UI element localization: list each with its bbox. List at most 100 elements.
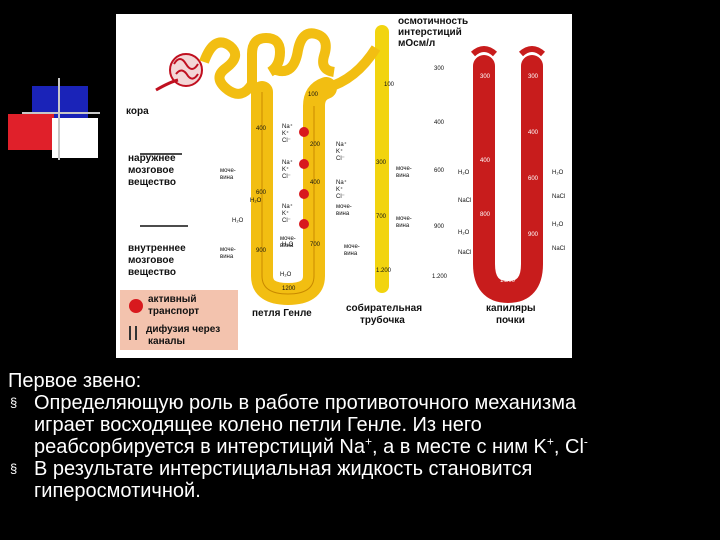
nacl-label: NaCl <box>552 246 565 252</box>
bullet-1-line-2: играет восходящее колено петли Генле. Из… <box>34 414 482 436</box>
capillary-value: 300 <box>480 74 491 80</box>
bullet-1-line-1: Определяющую роль в работе противоточног… <box>34 392 577 414</box>
duct-label-line-1: собирательная <box>346 302 422 314</box>
legend-active-line-1: активный <box>148 294 197 305</box>
pump-icon <box>299 219 309 229</box>
water-label: H₂O <box>280 272 292 278</box>
urea-label: вина <box>396 173 410 179</box>
capillary-value: 300 <box>528 74 539 80</box>
capillary-label-line-1: капиляры <box>486 303 536 314</box>
loop-label: петля Генле <box>252 308 312 319</box>
urea-label: моче- <box>280 236 296 242</box>
loop-asc-value: 700 <box>310 242 321 248</box>
interstitial-value: 400 <box>434 120 445 126</box>
ion-k: K⁺ <box>336 148 343 155</box>
capillary-value: 600 <box>528 176 539 182</box>
inner-medulla-line-1: внутреннее <box>128 243 186 254</box>
urea-label: вина <box>396 223 410 229</box>
bullet-2: § В результате интерстициальная жидкость… <box>8 458 713 502</box>
ion-k: K⁺ <box>282 130 289 137</box>
outer-medulla-line-3: вещество <box>128 177 176 188</box>
nacl-label: NaCl <box>458 198 471 204</box>
bullet-marker: § <box>10 461 18 476</box>
loop-asc-value: 400 <box>310 180 321 186</box>
slide-text: Первое звено: § Определяющую роль в рабо… <box>8 370 713 502</box>
bullet-1-line-3: реабсорбируется в интерстиций Na+, а в м… <box>34 434 588 458</box>
interstitial-value: 1.200 <box>432 274 448 280</box>
inner-medulla-line-2: мозговое <box>128 255 174 266</box>
water-label: H₂O <box>458 170 470 176</box>
header-line-3: мОсм/л <box>398 38 435 49</box>
legend-box <box>120 290 238 350</box>
cortex-label: кора <box>126 106 149 117</box>
ion-na: Na⁺ <box>336 141 347 148</box>
nacl-label: NaCl <box>458 250 471 256</box>
connecting-tubule <box>324 45 381 93</box>
urea-label: моче- <box>220 247 236 253</box>
ion-na: Na⁺ <box>336 179 347 186</box>
decor-horizontal-line <box>22 112 100 114</box>
legend-active-line-2: транспорт <box>148 306 199 317</box>
urea-label: моче- <box>396 166 412 172</box>
interstitial-value: 300 <box>434 66 445 72</box>
ion-k: K⁺ <box>336 186 343 193</box>
urea-label: моче- <box>336 204 352 210</box>
water-label: H₂O <box>282 242 294 248</box>
legend-diffusion-line-2: каналы <box>148 336 185 347</box>
urea-label: моче- <box>344 244 360 250</box>
duct-value: 1.200 <box>376 268 392 274</box>
ion-k: K⁺ <box>282 210 289 217</box>
urea-label: вина <box>336 211 350 217</box>
ion-cl: Cl⁻ <box>282 174 291 180</box>
interstitial-value: 600 <box>434 168 445 174</box>
kidney-countercurrent-diagram: осмотичность интерстиций мОсм/л кора нар… <box>116 14 572 358</box>
bullet-marker: § <box>10 395 18 410</box>
active-transport-icon <box>129 299 143 313</box>
inner-medulla-line-3: вещество <box>128 267 176 278</box>
urea-label: моче- <box>220 168 236 174</box>
duct-value: 100 <box>384 82 395 88</box>
pump-icon <box>299 189 309 199</box>
nacl-label: NaCl <box>552 194 565 200</box>
ion-cl: Cl⁻ <box>336 194 345 200</box>
loop-desc-value: 600 <box>256 190 267 196</box>
glomerulus <box>155 53 203 92</box>
ion-na: Na⁺ <box>282 123 293 130</box>
convoluted-tubule <box>199 32 286 99</box>
capillary-value: 900 <box>528 232 539 238</box>
pump-icon <box>299 127 309 137</box>
loop-bottom-value: 1200 <box>282 286 296 292</box>
decor-red-square <box>8 114 54 150</box>
capillary-ends <box>470 46 546 57</box>
header-line-2: интерстиций <box>398 27 462 38</box>
slide-heading: Первое звено: <box>8 370 142 392</box>
urea-label: вина <box>220 254 234 260</box>
loop-asc-value: 200 <box>310 142 321 148</box>
pump-icon <box>299 159 309 169</box>
na-k-cl-pumps <box>299 127 309 229</box>
duct-value: 300 <box>376 160 387 166</box>
interstitial-value: 900 <box>434 224 445 230</box>
water-label: H₂O <box>552 170 564 176</box>
bullet-2-line-2: гиперосмотичной. <box>34 480 201 502</box>
outer-medulla-line-2: мозговое <box>128 165 174 176</box>
water-label: H₂O <box>232 218 244 224</box>
water-label: H₂O <box>552 222 564 228</box>
ion-cl: Cl⁻ <box>336 156 345 162</box>
ion-na: Na⁺ <box>282 203 293 210</box>
ion-na: Na⁺ <box>282 159 293 166</box>
water-label: H₂O <box>458 230 470 236</box>
loop-asc-value: 100 <box>308 92 319 98</box>
urea-label: вина <box>220 175 234 181</box>
capillary-value: 1.200 <box>500 278 516 284</box>
ion-cl: Cl⁻ <box>282 218 291 224</box>
urea-label: моче- <box>396 216 412 222</box>
capillary-value: 400 <box>528 130 539 136</box>
bullet-1: § Определяющую роль в работе противоточн… <box>8 392 713 458</box>
ion-k: K⁺ <box>282 166 289 173</box>
bullet-2-line-1: В результате интерстициальная жидкость с… <box>34 458 533 480</box>
duct-value: 700 <box>376 214 387 220</box>
vasa-recta <box>473 55 543 304</box>
legend-diffusion-line-1: дифузия через <box>146 323 220 335</box>
outer-medulla-line-1: наружнее <box>128 153 176 164</box>
